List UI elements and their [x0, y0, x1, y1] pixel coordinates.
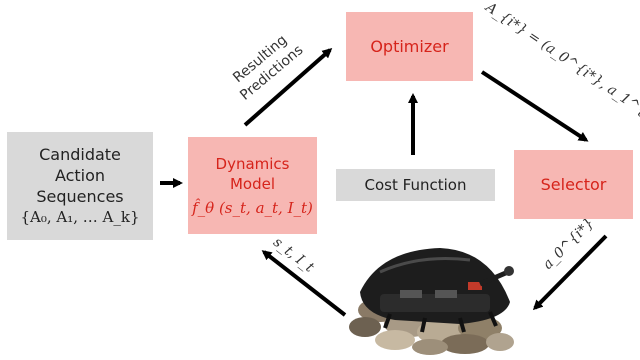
dynamics-model-box: Dynamics Model f̂_θ (s_t, a_t, I_t) — [188, 137, 317, 234]
arrow-robot-to-dynamics — [261, 250, 347, 317]
dynamics-line1: Dynamics — [215, 154, 290, 173]
optimizer-box: Optimizer — [346, 12, 473, 81]
cost-label: Cost Function — [364, 176, 467, 194]
selector-box: Selector — [514, 150, 633, 219]
candidate-line2: Action — [54, 166, 106, 185]
candidate-math: {A₀, A₁, … A_k} — [20, 208, 140, 226]
selector-label: Selector — [540, 175, 607, 194]
candidate-action-sequences-box: Candidate Action Sequences {A₀, A₁, … A_… — [7, 132, 153, 240]
dynamics-math: f̂_θ (s_t, a_t, I_t) — [192, 198, 313, 217]
dynamics-line2: Model — [229, 174, 276, 193]
cost-function-box: Cost Function — [336, 169, 495, 201]
candidate-line1: Candidate — [39, 145, 121, 164]
legged-robot — [360, 248, 514, 333]
robot-image — [349, 248, 514, 355]
arrow-optimizer-to-selector — [480, 70, 589, 142]
arrow-dynamics-to-optimizer — [243, 48, 333, 127]
candidate-line3: Sequences — [36, 187, 124, 206]
arrow-selector-to-robot — [532, 234, 608, 311]
optimizer-label: Optimizer — [370, 37, 449, 56]
